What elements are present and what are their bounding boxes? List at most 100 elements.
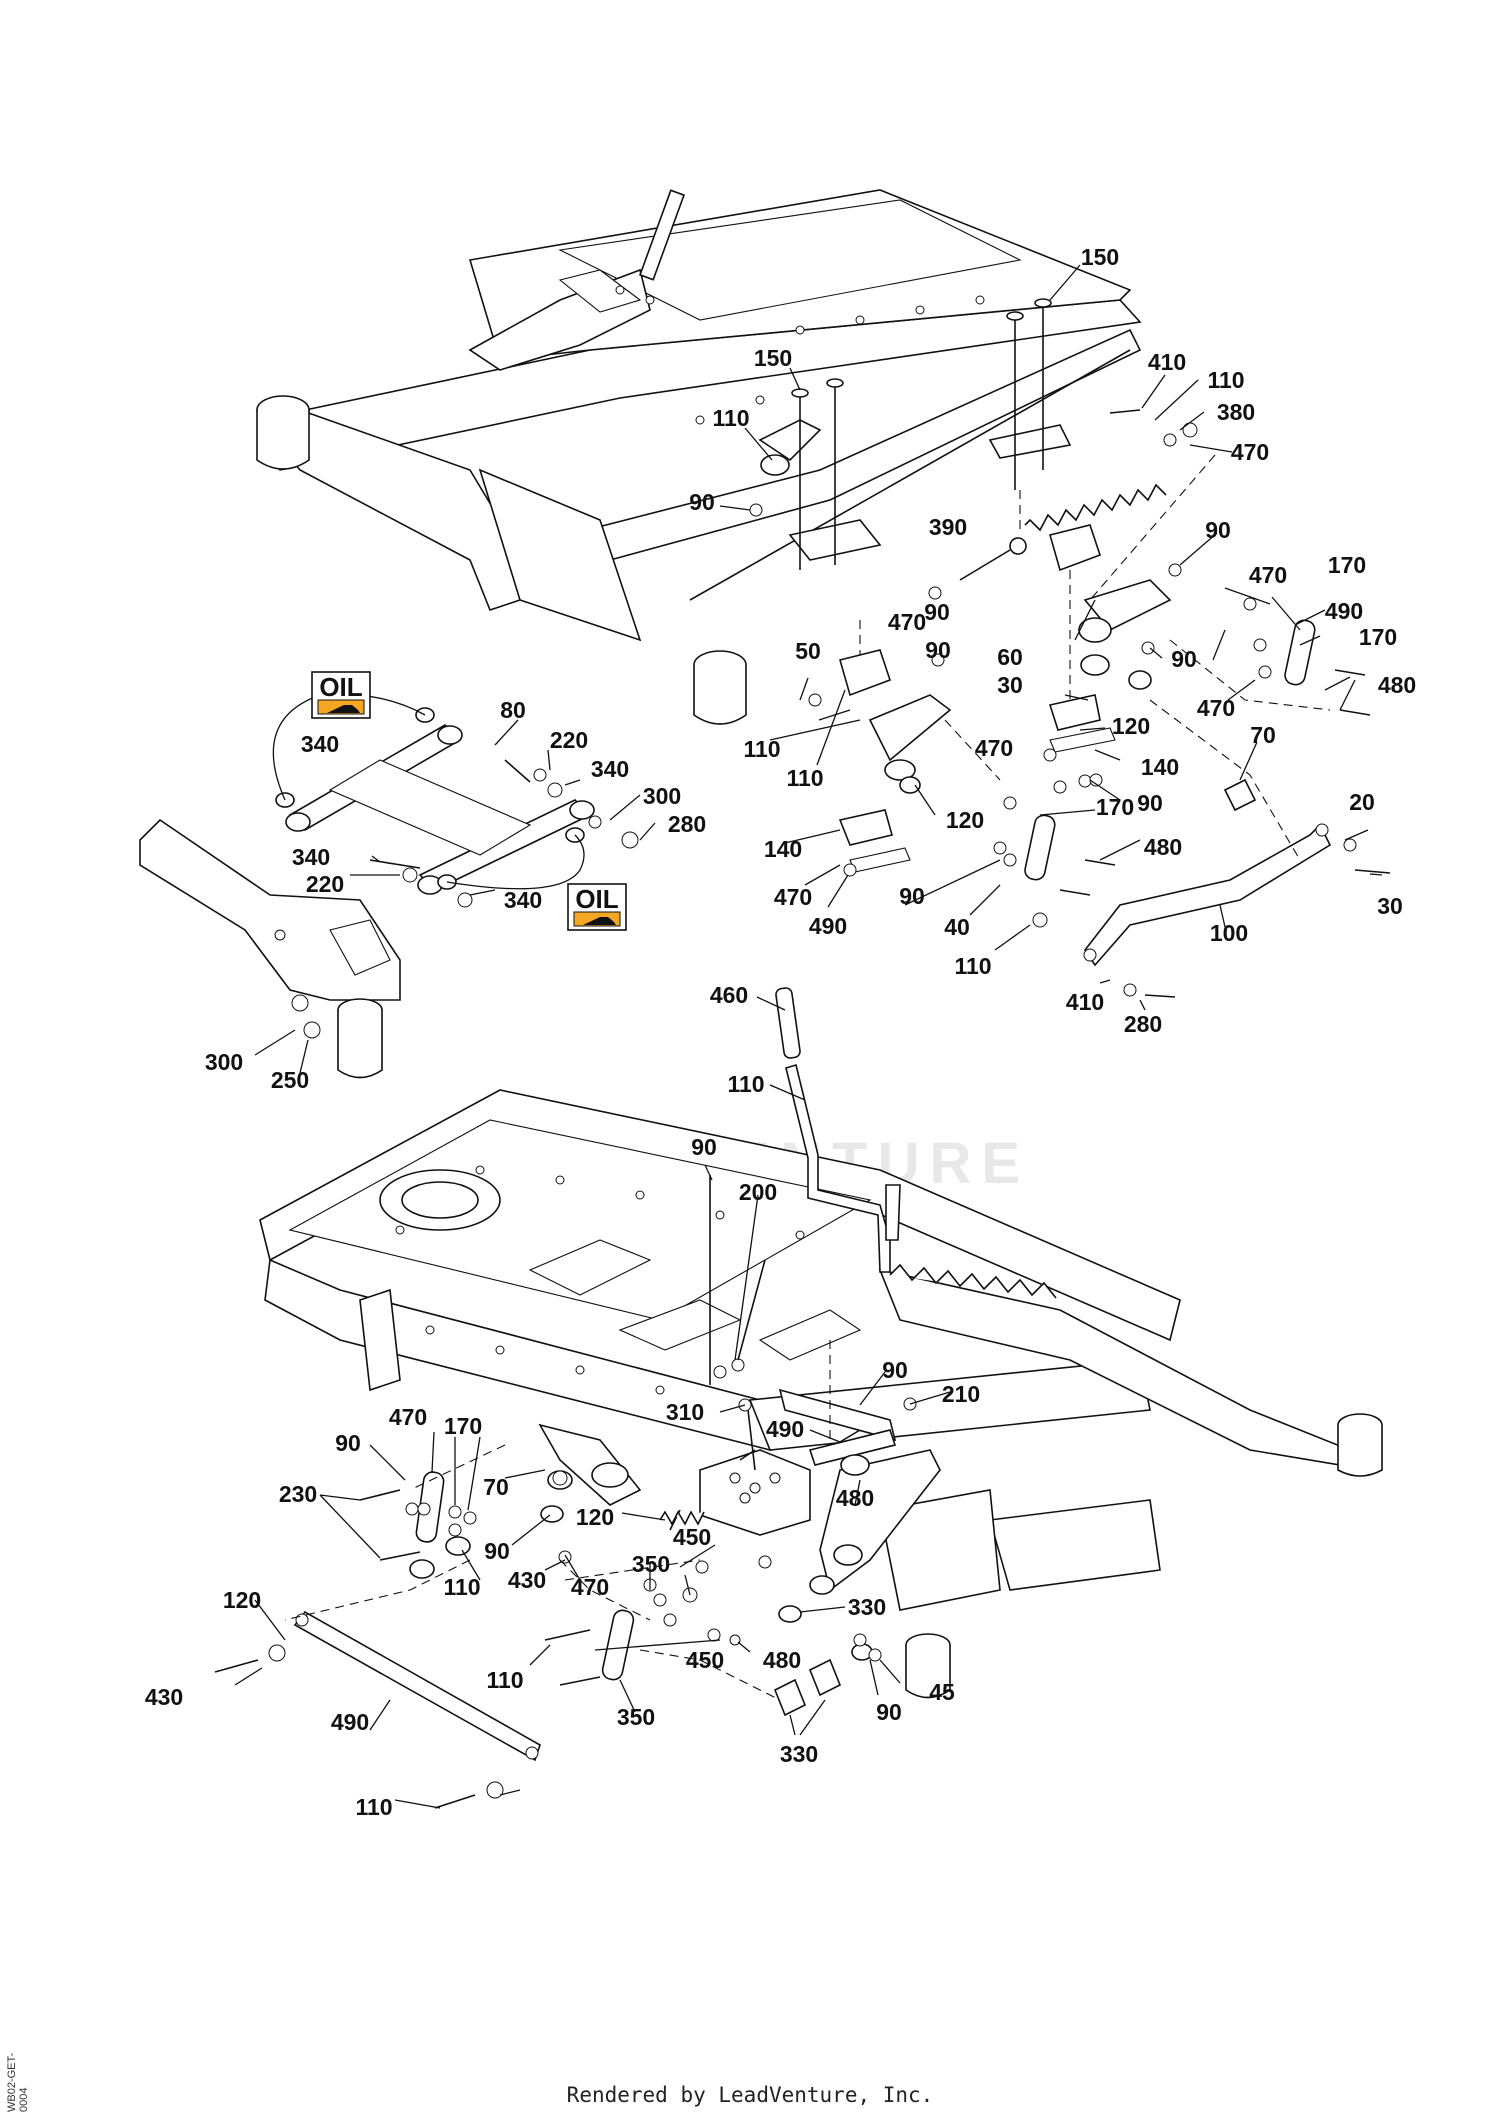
callout-label: 90 <box>925 637 951 663</box>
assembly-lines-lower <box>284 1340 831 1701</box>
callout-label: 220 <box>306 871 344 897</box>
callout-label: 340 <box>301 731 339 757</box>
callout-label: 280 <box>668 811 706 837</box>
callout-label: 140 <box>1141 754 1179 780</box>
callout-label: 380 <box>1217 399 1255 425</box>
callout-label: 30 <box>997 672 1023 698</box>
assembly-lines-upper <box>859 454 1331 861</box>
callout-label: 110 <box>712 405 749 431</box>
spacer-350 <box>773 1658 842 1717</box>
callout-label: 90 <box>484 1538 510 1564</box>
svg-text:OIL: OIL <box>575 884 618 914</box>
callout-label: 300 <box>643 783 681 809</box>
callout-label: 40 <box>944 914 970 940</box>
callout-label: 490 <box>766 1416 804 1442</box>
callout-label: 350 <box>617 1704 655 1730</box>
callout-label: 490 <box>331 1709 369 1735</box>
callout-label: 470 <box>1231 439 1269 465</box>
callout-label: 330 <box>848 1594 886 1620</box>
side-plate-left <box>139 818 401 1079</box>
callout-label: 30 <box>1377 893 1403 919</box>
pivot-arm-right-lower <box>778 1449 941 1661</box>
callout-label: 490 <box>1325 598 1363 624</box>
callout-label: 90 <box>1137 790 1163 816</box>
callout-label: 50 <box>795 638 821 664</box>
callout-label: 220 <box>550 727 588 753</box>
callout-label: 170 <box>444 1413 482 1439</box>
callout-label: 90 <box>1205 517 1231 543</box>
callout-label: 200 <box>739 1179 777 1205</box>
callout-labels: 150 150 410 110 380 470 110 90 390 90 47… <box>145 244 1416 1820</box>
callout-label: 90 <box>899 883 925 909</box>
link-50 <box>868 694 952 794</box>
callout-label: 90 <box>876 1699 902 1725</box>
callout-label: 470 <box>1197 695 1235 721</box>
callout-label: 410 <box>1066 989 1104 1015</box>
callout-label: 170 <box>1328 552 1366 578</box>
callout-label: 470 <box>571 1574 609 1600</box>
spring-230 <box>659 1510 705 1526</box>
pivot-arm-left-lower <box>409 1423 642 1579</box>
callout-label: 250 <box>271 1067 309 1093</box>
callout-label: 90 <box>335 1430 361 1456</box>
callout-label: 90 <box>882 1357 908 1383</box>
callout-label: 470 <box>774 884 812 910</box>
eyebolt-390 <box>959 537 1027 581</box>
callout-label: 45 <box>929 1679 955 1705</box>
callout-label: 90 <box>689 489 715 515</box>
callout-leaders <box>234 264 1383 1809</box>
callout-label: 480 <box>763 1647 801 1673</box>
callout-label: 310 <box>666 1399 704 1425</box>
callout-label: 140 <box>764 836 802 862</box>
callout-label: 150 <box>754 345 792 371</box>
bar-45 <box>293 1610 541 1762</box>
footer-credit: Rendered by LeadVenture, Inc. <box>566 2083 934 2107</box>
upper-frame-assembly <box>256 189 1142 725</box>
bracket-200 <box>778 1388 897 1466</box>
callout-label: 390 <box>929 514 967 540</box>
callout-label: 470 <box>389 1404 427 1430</box>
callout-label: 230 <box>279 1481 317 1507</box>
callout-label: 170 <box>1359 624 1397 650</box>
callout-label: 110 <box>486 1667 523 1693</box>
callout-label: 120 <box>223 1587 261 1613</box>
callout-label: 450 <box>673 1524 711 1550</box>
callout-label: 170 <box>1096 794 1134 820</box>
callout-label: 300 <box>205 1049 243 1075</box>
bolts-lower <box>214 1358 917 1809</box>
callout-label: 120 <box>576 1504 614 1530</box>
bolts-lift <box>369 759 639 908</box>
callout-label: 110 <box>727 1071 764 1097</box>
callout-label: 110 <box>355 1794 392 1820</box>
callout-label: 110 <box>786 765 823 791</box>
callout-label: 120 <box>1112 713 1150 739</box>
callout-label: 430 <box>145 1684 183 1710</box>
callout-label: 470 <box>888 609 926 635</box>
callout-label: 70 <box>1250 722 1276 748</box>
callout-label: 280 <box>1124 1011 1162 1037</box>
callout-label: 330 <box>780 1741 818 1767</box>
callout-label: 110 <box>443 1574 480 1600</box>
callout-label: 470 <box>1249 562 1287 588</box>
callout-label: 450 <box>686 1647 724 1673</box>
spacer-70-upper <box>1223 778 1257 812</box>
svg-text:OIL: OIL <box>319 672 362 702</box>
callout-label: 90 <box>924 599 950 625</box>
rod-lower <box>669 1175 766 1531</box>
link-plate-490-upper <box>1024 619 1316 881</box>
pivot-arm-right <box>1078 579 1172 690</box>
callout-label: 80 <box>500 697 526 723</box>
callout-label: 340 <box>292 844 330 870</box>
callout-label: 460 <box>710 982 748 1008</box>
callout-label: 20 <box>1349 789 1375 815</box>
callout-label: 120 <box>946 807 984 833</box>
callout-label: 70 <box>483 1474 509 1500</box>
callout-label: 410 <box>1148 349 1186 375</box>
callout-label: 490 <box>809 913 847 939</box>
oil-icon-upper: OIL <box>311 671 371 719</box>
callout-label: 90 <box>1171 646 1197 672</box>
callout-label: 210 <box>942 1381 980 1407</box>
spring-380 <box>1024 433 1177 532</box>
rod-150-group <box>791 298 1052 570</box>
